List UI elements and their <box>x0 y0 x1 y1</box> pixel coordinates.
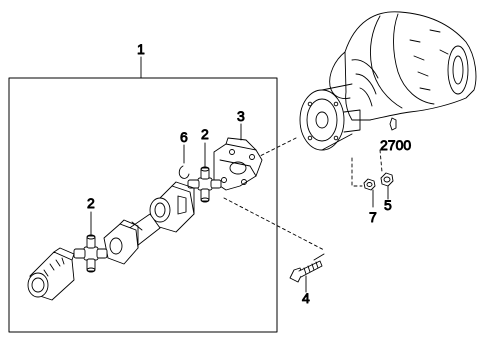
dashed-guide-nut5 <box>379 149 383 173</box>
callout-4: 4 <box>302 290 310 306</box>
reference-arrow-icon <box>389 117 397 131</box>
reference-part-number: 2700 <box>380 137 411 153</box>
lower-yoke <box>103 219 139 265</box>
callout-2-upper: 2 <box>201 126 209 142</box>
dashed-guide-nuts <box>351 157 363 187</box>
universal-joint-cross-upper <box>187 166 222 203</box>
center-yoke <box>149 181 195 233</box>
callout-3: 3 <box>237 108 245 124</box>
bolt-4 <box>289 253 325 283</box>
callout-6: 6 <box>180 129 188 145</box>
callout-1: 1 <box>137 41 145 57</box>
callout-7: 7 <box>369 209 377 225</box>
slip-yoke <box>27 247 75 301</box>
universal-joint-cross-lower <box>73 234 108 273</box>
flange-yoke-3 <box>213 137 263 191</box>
nut-7 <box>363 178 376 191</box>
callout-5: 5 <box>384 197 392 213</box>
dashed-guide-bolt <box>223 197 325 251</box>
assembly-frame <box>8 77 278 333</box>
callout-2-lower: 2 <box>87 195 95 211</box>
differential-housing <box>299 11 477 151</box>
nut-5 <box>380 172 394 187</box>
snap-ring-6 <box>178 165 190 179</box>
